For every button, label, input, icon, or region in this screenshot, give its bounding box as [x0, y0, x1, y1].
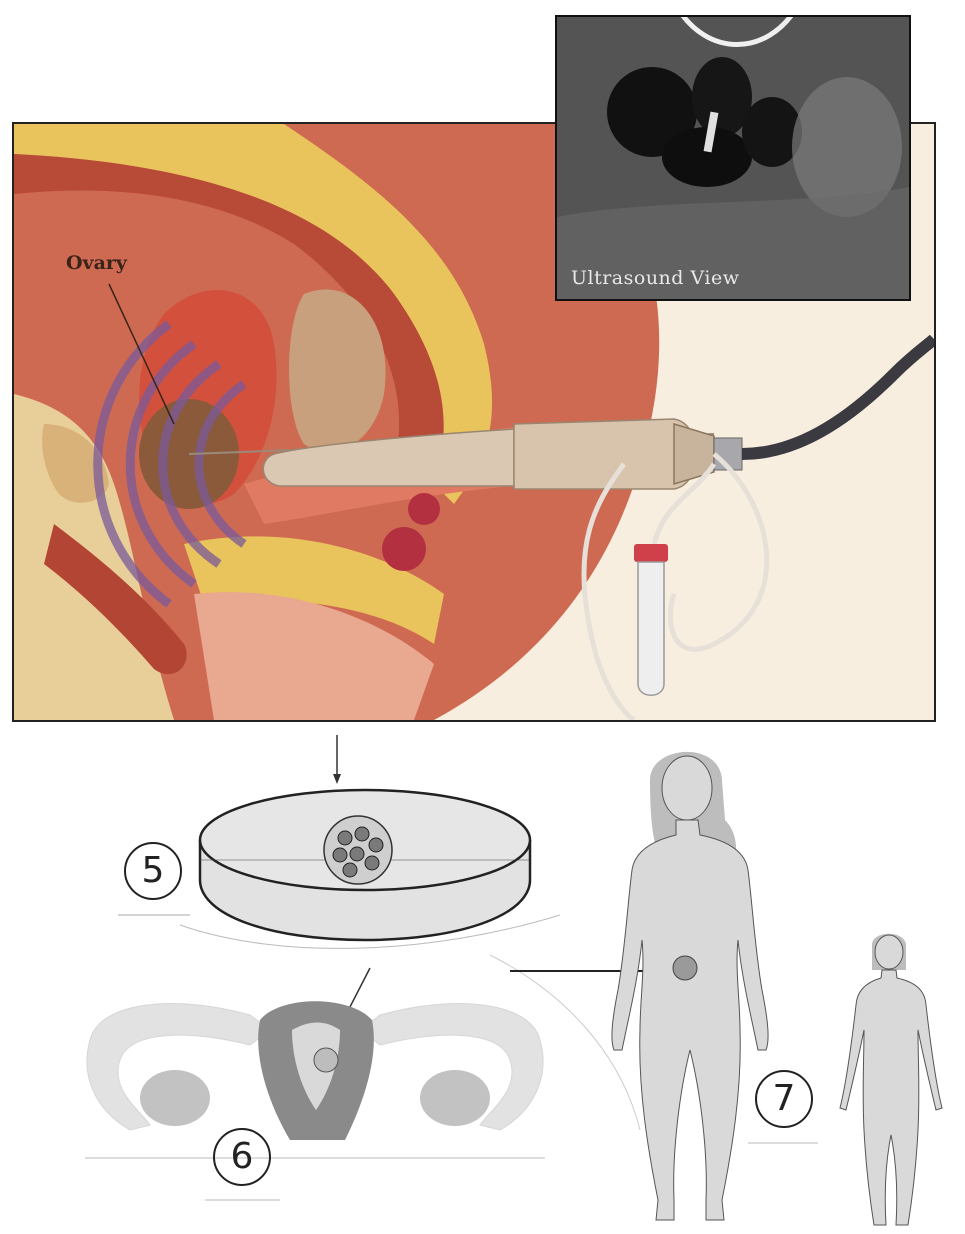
step-7-marker: 7 — [755, 1070, 813, 1128]
step-5-marker: 5 — [124, 842, 182, 900]
collection-tube-cap — [634, 544, 668, 562]
child-figure — [840, 934, 942, 1225]
implanted-embryo — [314, 1048, 338, 1072]
ultrasound-inset: Ultrasound View — [555, 15, 911, 301]
step-6-marker: 6 — [213, 1128, 271, 1186]
uterus-diagram — [87, 1001, 543, 1140]
womb-embryo — [673, 956, 697, 980]
left-ovary — [140, 1070, 210, 1126]
ovary-label: Ovary — [66, 252, 127, 274]
embryo-cells — [324, 816, 392, 884]
pregnant-woman-figure — [612, 752, 768, 1220]
ultrasound-view-label: Ultrasound View — [571, 267, 739, 289]
follicle-cluster — [382, 527, 426, 571]
follicle-cluster — [408, 493, 440, 525]
ultrasound-image — [557, 17, 909, 299]
ivf-schematic — [0, 730, 965, 1234]
collection-tube — [638, 562, 664, 695]
right-ovary — [420, 1070, 490, 1126]
